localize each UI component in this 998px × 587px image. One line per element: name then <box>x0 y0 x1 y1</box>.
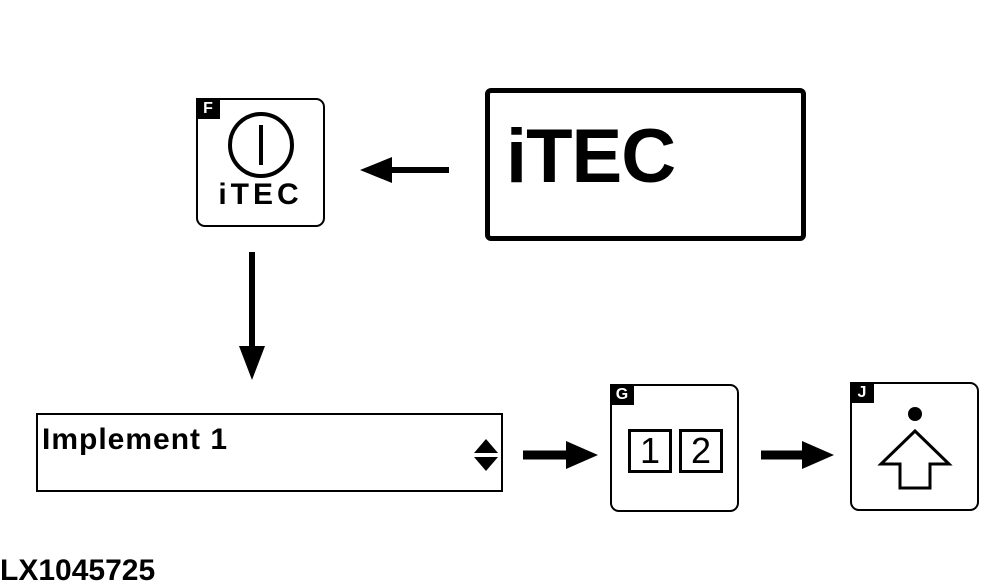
arrow-softkey-g-to-softkey-j <box>761 441 834 469</box>
itec-softkey-label: iTEC <box>218 178 303 211</box>
power-icon <box>228 112 294 178</box>
softkey-j-tag: J <box>850 382 874 403</box>
implement-number-softkey[interactable]: G 1 2 <box>610 384 739 512</box>
implement-2-box: 2 <box>679 429 723 473</box>
figure-id-caption: LX1045725 <box>0 554 156 587</box>
itec-display: iTEC <box>485 88 806 241</box>
itec-softkey[interactable]: F iTEC <box>196 98 325 227</box>
arrow-dropdown-to-softkey-g <box>523 441 598 469</box>
up-arrow-softkey[interactable]: J <box>850 382 979 511</box>
up-down-arrows-icon <box>474 439 498 471</box>
softkey-f-tag: F <box>196 98 220 119</box>
implement-select[interactable]: Implement 1 <box>36 413 503 492</box>
arrow-display-to-softkey-f <box>360 157 449 183</box>
itec-display-text: iTEC <box>506 114 676 199</box>
implement-select-value: Implement 1 <box>42 423 229 456</box>
up-arrow-with-dot-icon <box>877 407 953 490</box>
implement-1-box: 1 <box>628 429 672 473</box>
softkey-g-tag: G <box>610 384 634 405</box>
arrow-softkey-f-to-dropdown <box>239 252 265 380</box>
